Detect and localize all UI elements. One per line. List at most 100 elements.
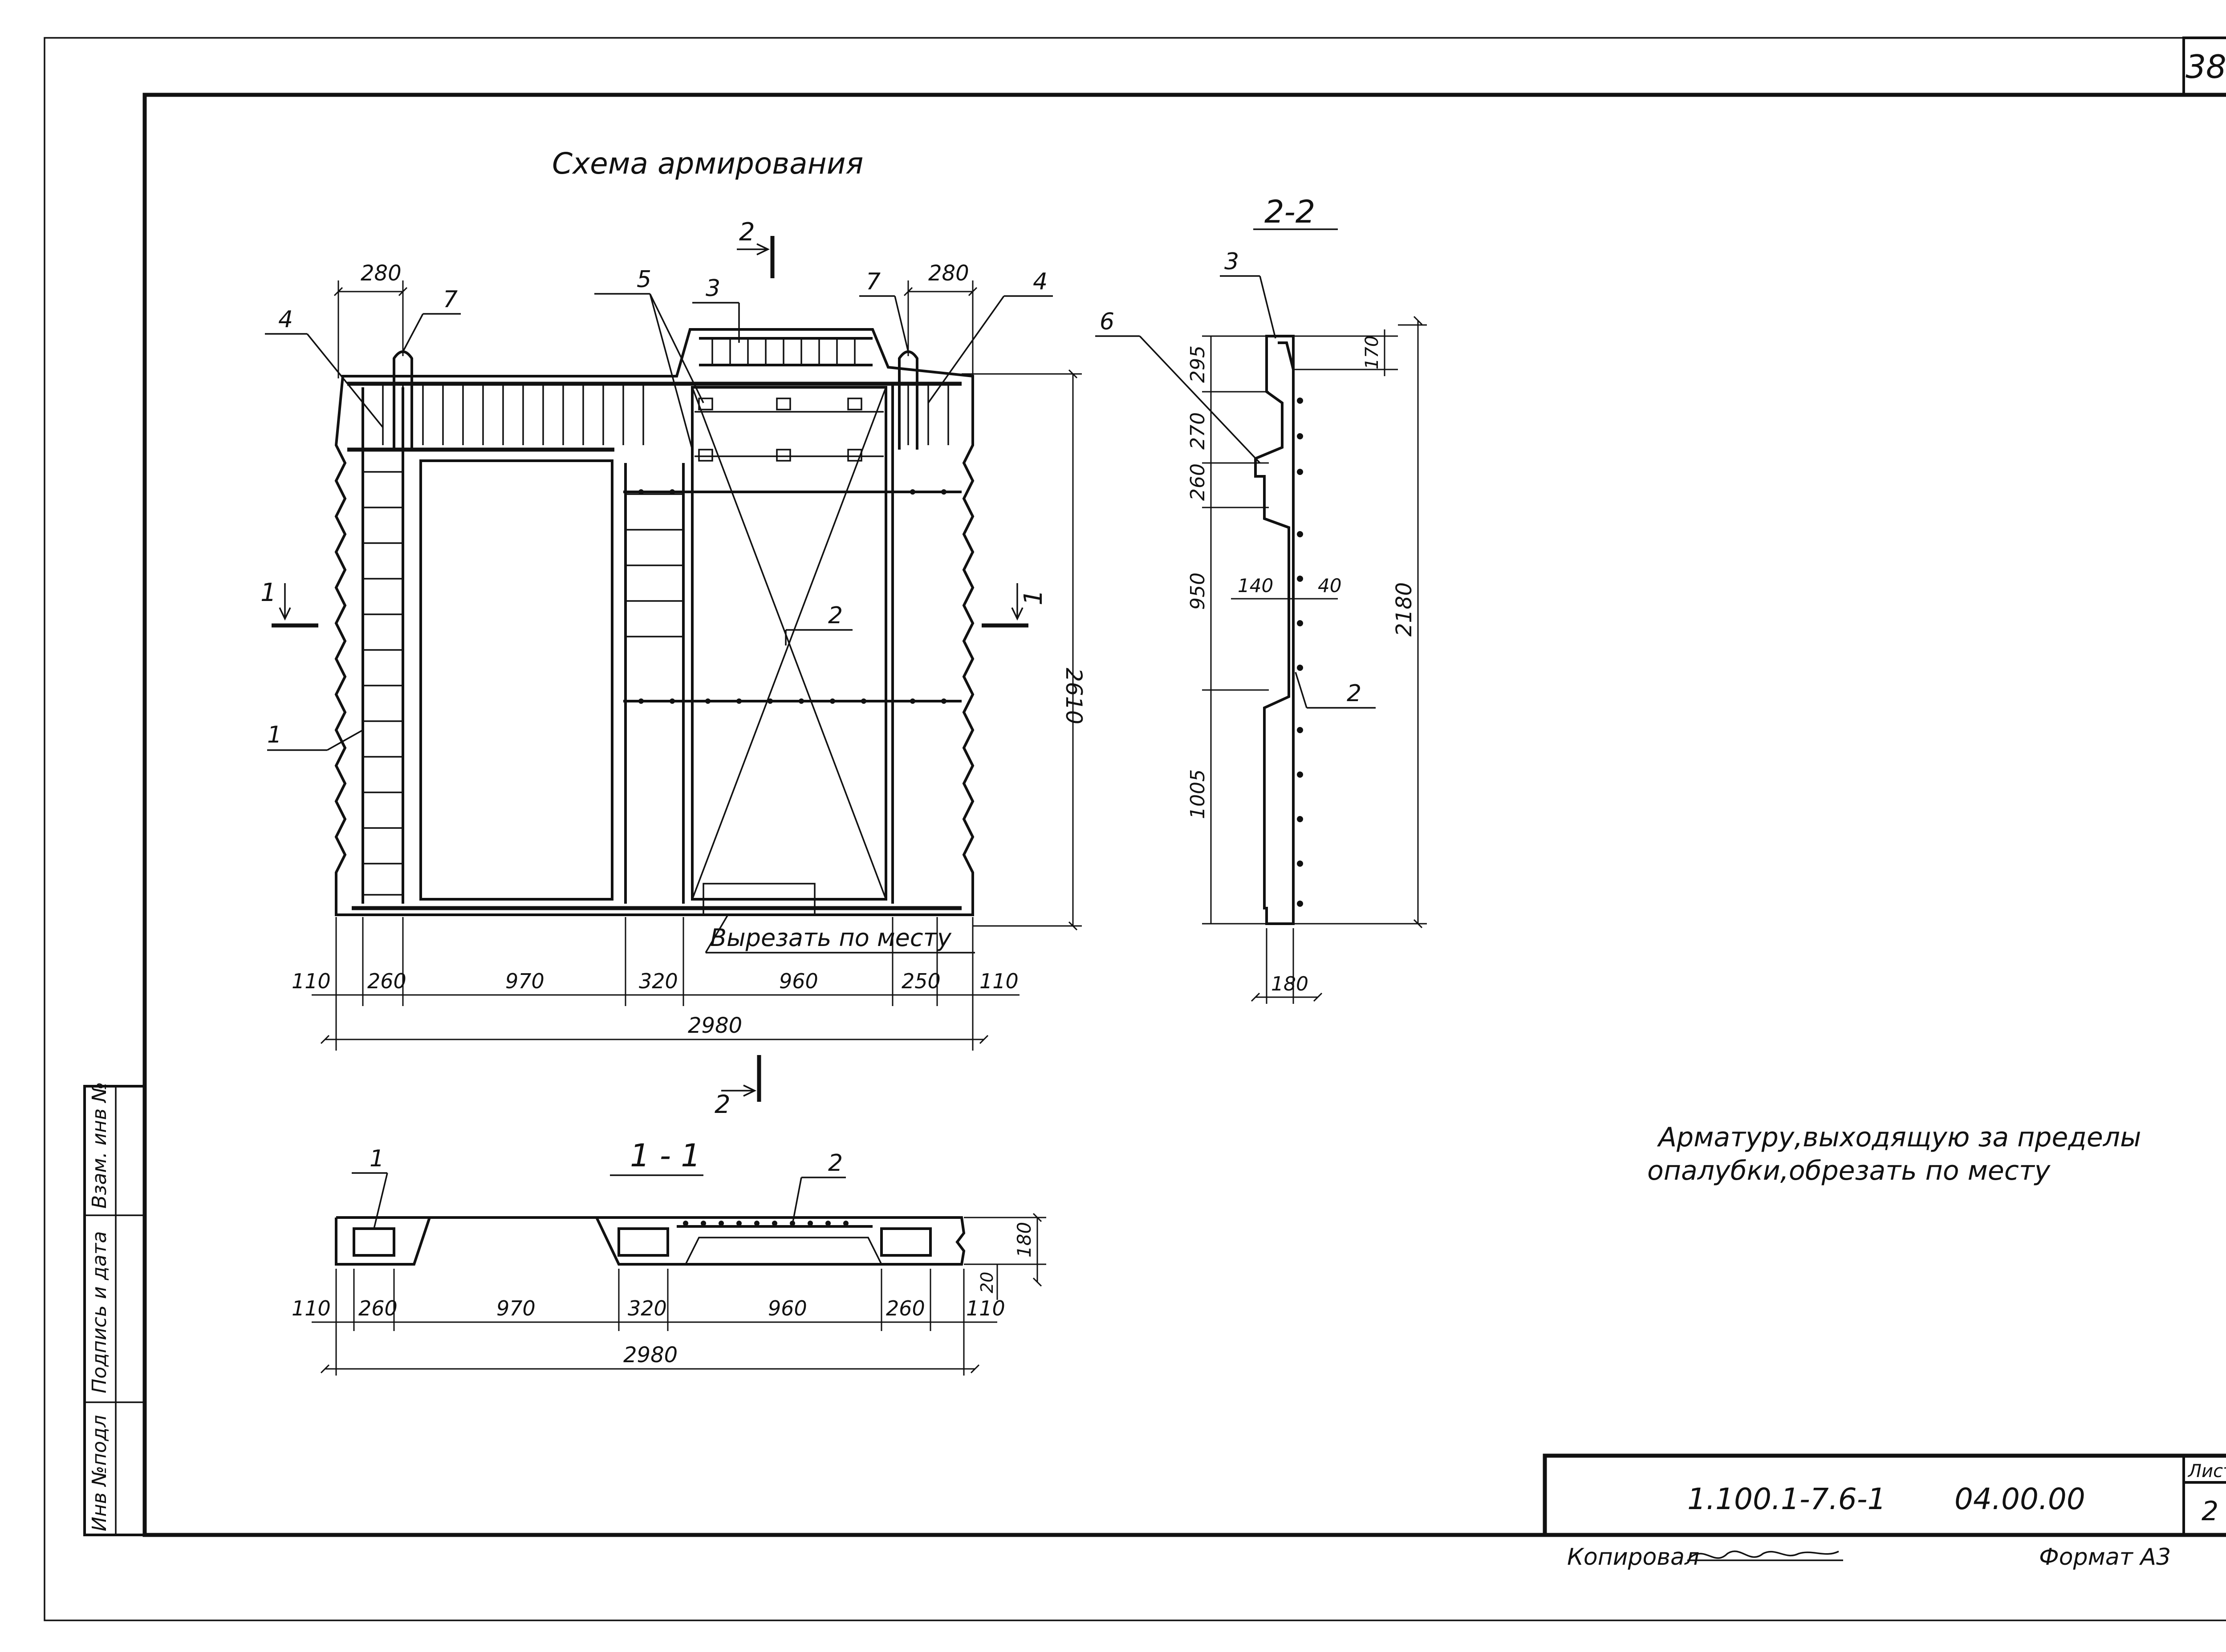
note-line-1: Арматуру,выходящую за пределы [1657,1122,2141,1153]
main-callouts: 4 7 5 3 7 4 2 1 [265,266,1053,751]
section-1-1-profile [335,1216,966,1266]
sheet-value: 2 [2202,1496,2218,1527]
section-1-1-title: 1 - 1 [630,1137,701,1174]
dim-main-2: 260 [367,969,406,993]
dim-main-3: 970 [505,969,544,993]
cut-box [703,883,816,916]
outer-frame [44,37,2226,1621]
embedded-plates [695,398,884,462]
s11-dim-2: 260 [358,1296,398,1320]
section-2-2-title: 2-2 [1264,194,1315,230]
s22-dim-2180: 2180 [1392,582,1417,637]
s22-dim-4: 950 [1186,572,1209,610]
callout-7-left: 7 [443,286,458,313]
s22-dim-40: 40 [1318,575,1341,597]
side-stamp: Взам. инв № Подпись и дата Инв №подл [83,1082,146,1536]
cut-label-left: 1 [260,578,276,607]
s11-dim-20: 20 [977,1272,997,1293]
s11-dots [683,1221,849,1226]
dim-2610-text: 2610 [1061,668,1087,724]
callout-2: 2 [828,602,843,629]
callout-3: 3 [706,275,720,302]
cut-marker-top: 2 [737,218,775,278]
s11-dim-5: 960 [768,1296,807,1320]
dim-280-left: 280 [338,261,403,378]
cut-note-text: Вырезать по месту [710,924,952,952]
door-opening [419,459,613,901]
section-2-2-dots [1297,398,1303,907]
s22-dim-2: 270 [1186,412,1209,450]
s11-cage-3 [880,1227,932,1257]
s11-dim-3: 970 [496,1296,536,1320]
note-line-2: опалубки,обрезать по месту [1647,1155,2051,1186]
s22-callout-6: 6 [1100,308,1114,335]
section-2-2: 2-2 3 6 2 [1095,194,1427,1004]
s22-callout-2: 2 [1347,680,1361,707]
s22-dim-140: 140 [1238,575,1273,597]
s11-dim-1: 110 [292,1296,331,1320]
cut-marker-bottom: 2 [715,1055,761,1119]
doc-code: 04.00.00 [1954,1482,2085,1516]
cut-note-leader [705,914,729,953]
s11-dim-180: 180 [1013,1222,1035,1258]
s11-dim-total: 2980 [623,1343,678,1368]
cut-marker-right: 1 [982,583,1048,628]
bottom-dims-main: 110 260 970 320 960 250 110 2980 [292,917,1020,1051]
stamp-field-signature: Подпись и дата [88,1231,111,1393]
dim-2610: 2610 [962,374,1087,926]
s22-dim-5: 1005 [1186,769,1209,819]
callout-1: 1 [267,722,282,748]
dim-main-6: 250 [902,969,941,993]
dim-main-1: 110 [292,969,331,993]
s22-dim-170: 170 [1362,336,1382,369]
dim-main-4: 320 [639,969,678,993]
dim-280-right: 280 [908,261,973,378]
dim-main-total: 2980 [688,1013,742,1038]
inner-frame [142,93,2226,1537]
section-2-2-profile [1254,335,1295,925]
section-2-2-top-cap [1265,336,1295,392]
sheet-label: Лист [2187,1461,2226,1482]
series-code: 1.100.1-7.6-1 [1687,1482,1886,1516]
cut-marker-left: 1 [260,578,318,628]
pier-cage-middle [624,463,685,904]
bar-dots [638,489,946,704]
window-opening [691,386,887,901]
cut-label-bottom: 2 [715,1090,731,1119]
callout-4-right: 4 [1033,268,1048,295]
dim-main-5: 960 [779,969,818,993]
dim-280-left-text: 280 [361,261,402,286]
copier-signature [1689,1551,1839,1559]
s11-cage-2 [617,1227,669,1257]
stamp-field-replacement: Взам. инв № [88,1082,111,1209]
main-scheme-title: Схема армирования [552,146,863,181]
cut-label-top: 2 [739,218,755,247]
panel-outline [334,328,975,916]
cut-label-right: 1 [1019,589,1048,605]
s11-callout-2: 2 [828,1150,843,1177]
sheet-number-corner: 38 [2185,48,2226,85]
sheet-number-box [2182,37,2226,96]
s11-callout-1: 1 [370,1145,384,1172]
ladder-cage-left [362,387,404,904]
main-view: 2 2 1 1 4 7 [260,218,1087,1119]
callout-4-left: 4 [278,306,293,333]
format-label: Формат А3 [2039,1544,2171,1571]
title-block: 1.100.1-7.6-1 04.00.00 Лист 2 [1543,1453,2226,1537]
s11-dim-4: 320 [628,1296,667,1320]
dim-280-right-text: 280 [928,261,969,286]
callout-5: 5 [637,266,651,293]
s22-left-dims: 295 270 260 950 1005 [1186,335,1269,925]
s22-dim-1: 295 [1186,345,1209,383]
callout-7-right: 7 [866,268,881,295]
lintel-cage [347,382,962,452]
s22-callout-3: 3 [1224,248,1239,275]
s22-dim-180: 180 [1271,973,1308,995]
section-1-1: 1 - 1 1 2 180 20 [292,1137,1046,1376]
dim-main-7: 110 [979,969,1019,993]
s11-dim-6: 260 [886,1296,925,1320]
top-ladder-item-3 [699,337,873,366]
copied-label: Копировал [1567,1544,1699,1571]
s11-dim-7: 110 [966,1296,1005,1320]
